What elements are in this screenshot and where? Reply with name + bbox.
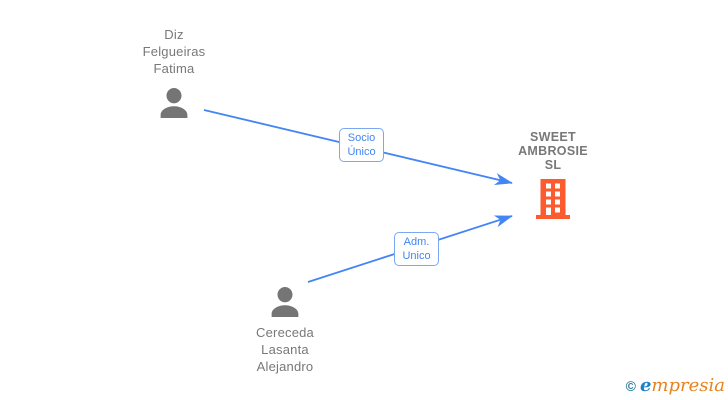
edge-label-line: Único [347,146,376,158]
empresia-logo-rest: mpresia [651,375,725,396]
person-name: Diz Felgueiras Fatima [143,26,206,77]
edge-label-line: Adm. [403,236,430,248]
person-name-line: Fatima [153,61,195,76]
person-name-line: Alejandro [256,359,314,374]
edge-label-adm-unico: Adm. Unico [394,232,439,266]
empresia-logo-text: empresia [640,376,725,396]
person-name-line: Felgueiras [142,44,206,59]
node-person-cereceda-lasanta-alejandro[interactable]: Cereceda Lasanta Alejandro [229,280,341,375]
copyright-icon: © [625,378,636,394]
edge-label-line: Socio [347,132,376,144]
person-icon [160,87,188,119]
company-name-line: AMBROSIE [518,144,588,158]
company-name-line: SL [544,158,562,172]
person-icon [271,286,299,318]
building-icon [536,179,570,219]
company-name-line: SWEET [530,130,576,144]
empresia-watermark: © empresia [626,375,725,397]
person-name-line: Diz [164,27,184,42]
node-company-sweet-ambrosie-sl[interactable]: SWEET AMBROSIE SL [493,130,613,219]
node-person-diz-felgueiras-fatima[interactable]: Diz Felgueiras Fatima [118,26,230,125]
person-name-line: Cereceda [256,325,314,340]
person-name: Cereceda Lasanta Alejandro [256,324,314,375]
edge-label-line: Unico [402,250,431,262]
empresia-logo-e: e [639,375,652,396]
person-name-line: Lasanta [261,342,309,357]
company-name: SWEET AMBROSIE SL [518,130,588,172]
edge-label-socio-unico: Socio Único [339,128,384,162]
